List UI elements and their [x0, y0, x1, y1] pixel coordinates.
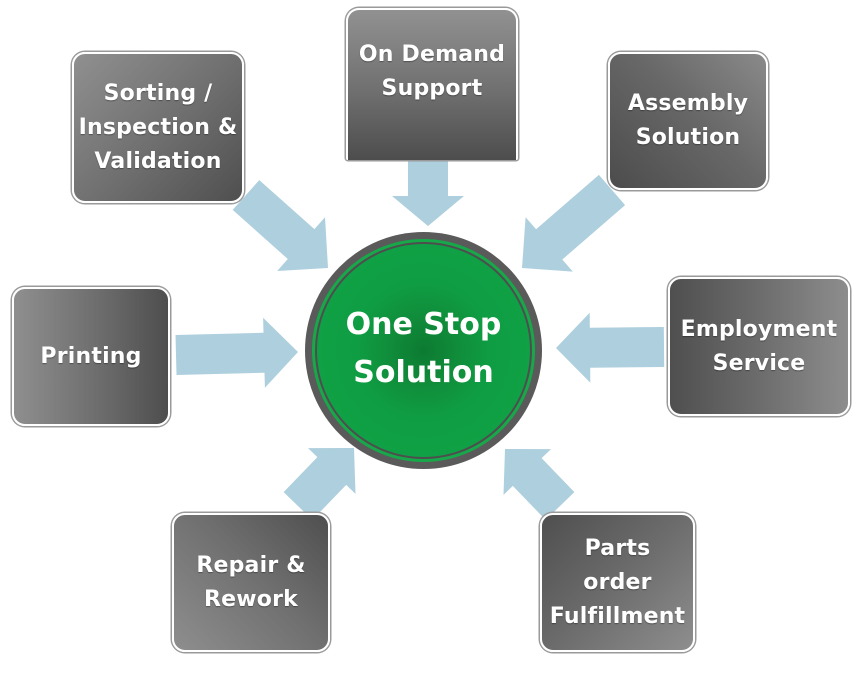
- node-label: Parts order Fulfillment: [549, 535, 686, 629]
- hub-inner-line: One Stop Solution: [315, 242, 532, 459]
- hub-label: One Stop Solution: [345, 306, 502, 390]
- arrow-icon-printing-to-hub: [175, 317, 298, 388]
- node-label: Printing: [40, 343, 142, 369]
- hub-circle: One Stop Solution: [305, 232, 542, 469]
- hub-fill: One Stop Solution: [317, 244, 530, 457]
- arrow-icon-ondemand-to-hub: [392, 160, 464, 226]
- node-on-demand-support: On Demand Support: [346, 8, 518, 160]
- node-sorting-inspection-validation: Sorting / Inspection & Validation: [72, 52, 244, 203]
- hub-ring: One Stop Solution: [312, 239, 535, 462]
- node-label: Sorting / Inspection & Validation: [78, 80, 238, 174]
- arrow-icon-parts-to-hub: [503, 449, 575, 520]
- node-assembly-solution: Assembly Solution: [608, 52, 768, 190]
- arrow-icon-sorting-to-hub: [232, 180, 328, 271]
- node-repair-rework: Repair & Rework: [172, 513, 330, 652]
- arrow-icon-employment-to-hub: [556, 312, 665, 383]
- node-label: Employment Service: [680, 316, 838, 376]
- arrow-icon-repair-to-hub: [283, 448, 356, 520]
- arrow-icon-assembly-to-hub: [522, 174, 626, 272]
- node-employment-service: Employment Service: [668, 277, 850, 416]
- node-printing: Printing: [12, 287, 170, 426]
- node-label: On Demand Support: [358, 42, 506, 101]
- node-label: Repair & Rework: [196, 552, 306, 612]
- node-parts-order-fulfillment: Parts order Fulfillment: [540, 513, 695, 652]
- node-label: Assembly Solution: [627, 91, 749, 150]
